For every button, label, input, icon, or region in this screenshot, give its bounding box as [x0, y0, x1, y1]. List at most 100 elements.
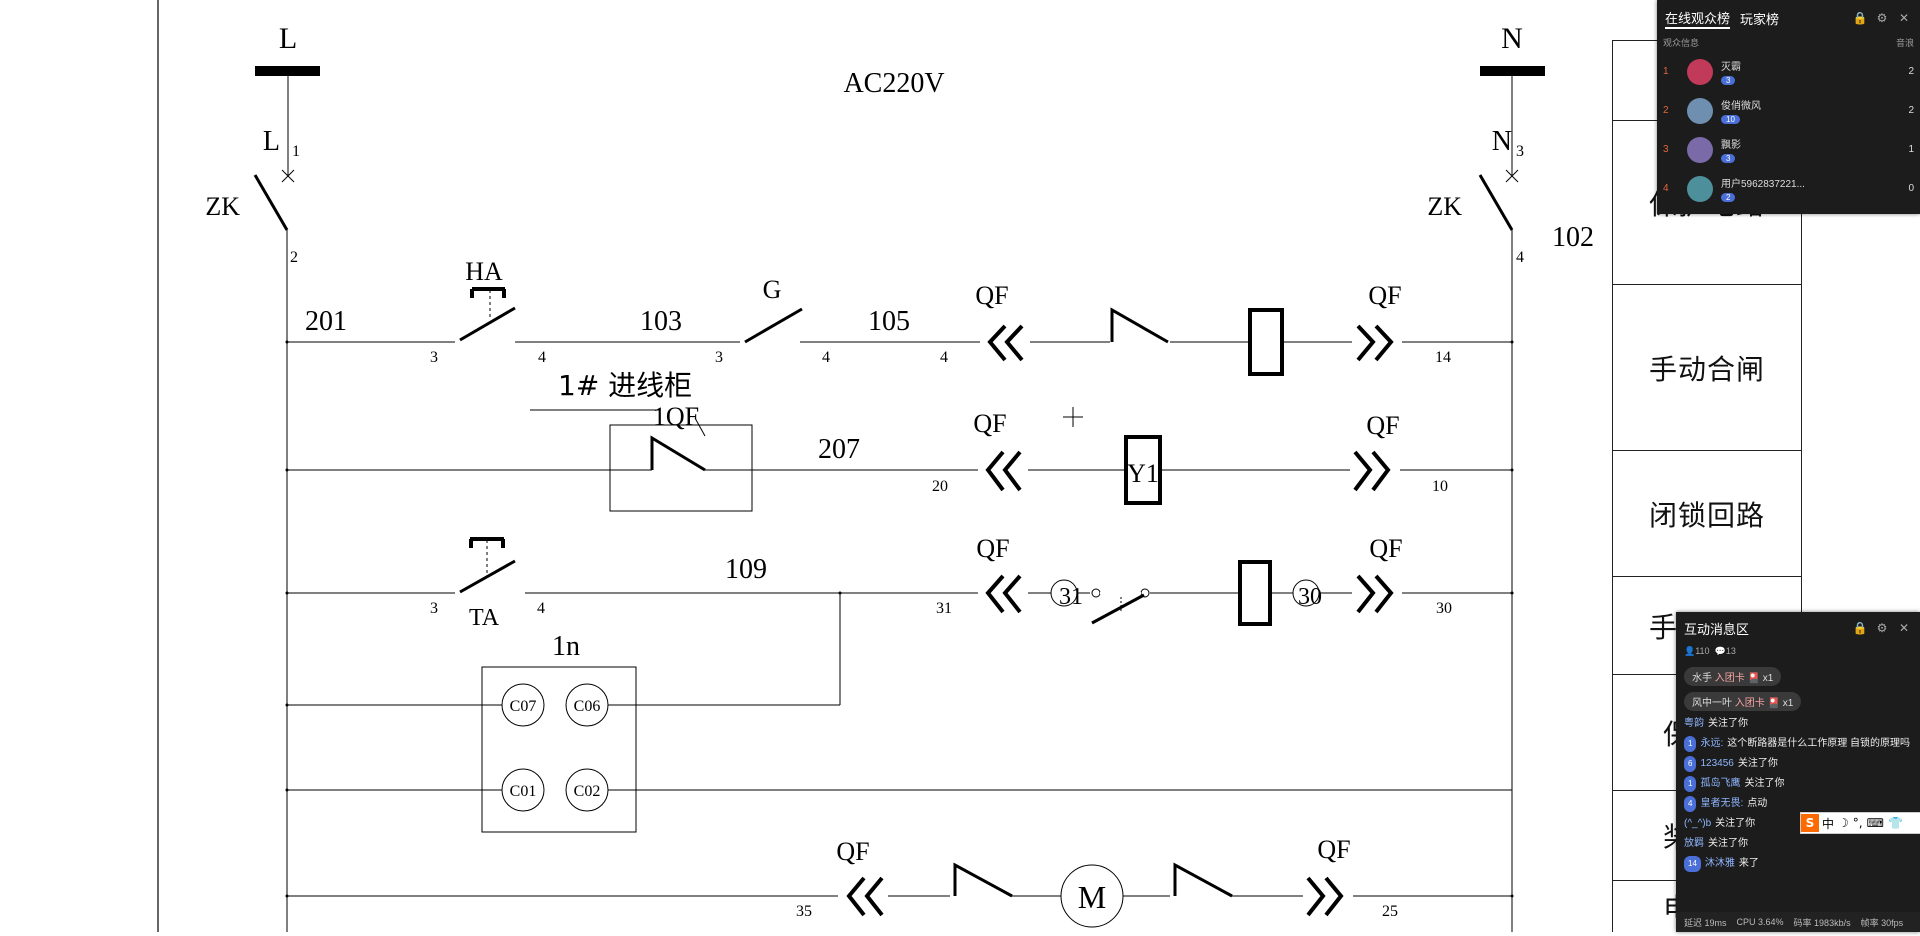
tab-online-viewers[interactable]: 在线观众榜	[1665, 8, 1731, 29]
svg-text:30: 30	[1298, 584, 1322, 610]
right-breaker-blade	[1478, 174, 1514, 231]
svg-text:201: 201	[305, 306, 347, 337]
motor-symbol	[1060, 864, 1124, 928]
svg-text:TA: TA	[469, 605, 500, 631]
bus-left-label: L	[279, 22, 297, 55]
svg-text:25: 25	[1382, 903, 1398, 920]
svg-text:QF: QF	[1368, 281, 1401, 310]
svg-text:M: M	[1078, 879, 1106, 915]
svg-text:10: 10	[1432, 478, 1448, 495]
cabinet-label: 1# 进线柜	[558, 369, 692, 402]
viewer-count-icon: 👤	[1684, 646, 1696, 656]
svg-text:14: 14	[1435, 349, 1451, 366]
shirt-icon[interactable]: 👕	[1887, 816, 1903, 830]
svg-text:4: 4	[538, 349, 546, 366]
avatar	[1687, 175, 1713, 202]
message-count-icon: 💬	[1714, 646, 1726, 656]
bus-bar-left	[255, 66, 320, 76]
ime-toolbar[interactable]: S 中 ☽ °, ⌨ 👕	[1800, 812, 1920, 834]
lock-icon[interactable]: 🔒	[1852, 621, 1868, 635]
circuit-row-2: 1QF 207 20 QF Y1 QF 10	[287, 402, 1512, 512]
viewer-row[interactable]: 4 用户5962837221...2 0	[1657, 169, 1920, 208]
gift-notice: 风中一叶 入团卡 🎴 x1	[1684, 692, 1802, 711]
chat-message: 放羁关注了你	[1684, 838, 1748, 849]
chat-panel[interactable]: 互动消息区 🔒 ⚙ ✕ 👤110 💬13 水手 入团卡 🎴 x1 风中一叶 入团…	[1676, 612, 1920, 932]
svg-text:L: L	[263, 126, 280, 157]
sogou-logo-icon[interactable]: S	[1801, 814, 1819, 832]
svg-text:QF: QF	[1366, 411, 1399, 440]
viewers-column-header: 观众信息 音浪	[1663, 38, 1914, 48]
svg-text:G: G	[763, 275, 782, 304]
svg-text:1QF: 1QF	[653, 402, 699, 431]
svg-text:4: 4	[1516, 249, 1524, 266]
ime-mode-toggle[interactable]: 中	[1822, 816, 1835, 831]
svg-text:QF: QF	[1317, 835, 1350, 864]
avatar	[1687, 58, 1713, 85]
chat-stats: 👤110 💬13	[1684, 646, 1736, 656]
svg-text:1n: 1n	[552, 631, 580, 662]
stream-status-bar: 延迟 19ms CPU 3.64% 码率 1983kb/s 帧率 30fps	[1676, 912, 1920, 932]
svg-text:Y1: Y1	[1127, 459, 1159, 488]
settings-icon[interactable]: ⚙	[1876, 11, 1888, 25]
svg-text:4: 4	[822, 349, 830, 366]
fan-badge: 3	[1721, 75, 1736, 85]
close-icon[interactable]: ✕	[1898, 11, 1910, 25]
svg-text:3: 3	[430, 349, 438, 366]
legend-cell-manual-close: 手动合闸	[1613, 284, 1802, 451]
1qf-box	[609, 424, 753, 512]
svg-text:207: 207	[818, 434, 860, 465]
svg-text:31: 31	[936, 600, 952, 617]
svg-text:3: 3	[715, 349, 723, 366]
bus-right-label: N	[1501, 22, 1523, 55]
left-switch-label: ZK	[205, 192, 240, 221]
svg-text:31: 31	[1059, 584, 1083, 610]
circuit-row-3: 3 TA 4 109 31 QF 31 30 QF 30	[287, 534, 1512, 705]
svg-text:109: 109	[725, 554, 767, 585]
chat-message: 粤韵关注了你	[1684, 718, 1748, 729]
right-switch-label: ZK	[1427, 192, 1462, 221]
circuit-row-5: 35 QF M QF 25	[287, 835, 1512, 928]
svg-text:QF: QF	[836, 837, 869, 866]
svg-text:N: N	[1492, 126, 1512, 157]
relay-1n: 1n C07 C06 C01 C02	[287, 631, 1512, 833]
svg-text:103: 103	[640, 306, 682, 337]
chat-panel-header: 互动消息区 🔒 ⚙ ✕	[1676, 612, 1920, 644]
moon-icon[interactable]: ☽	[1838, 816, 1849, 830]
svg-text:20: 20	[932, 478, 948, 495]
svg-text:C06: C06	[574, 698, 601, 715]
row1-coil	[1248, 308, 1284, 376]
svg-text:QF: QF	[973, 409, 1006, 438]
gift-card-icon: 🎴	[1767, 698, 1781, 709]
svg-text:C07: C07	[510, 698, 537, 715]
svg-text:4: 4	[537, 600, 545, 617]
avatar	[1687, 136, 1713, 163]
svg-text:102: 102	[1552, 222, 1594, 253]
circuit-row-1: 201 HA 3 4 103 G 3 4 105 4 QF QF	[287, 257, 1512, 376]
fan-badge: 10	[1721, 114, 1740, 124]
chat-panel-title: 互动消息区	[1684, 621, 1750, 637]
punctuation-icon[interactable]: °,	[1852, 816, 1863, 830]
fan-badge: 2	[1721, 192, 1736, 202]
viewers-panel-header: 在线观众榜 玩家榜 🔒 ⚙ ✕	[1657, 0, 1920, 36]
settings-icon[interactable]: ⚙	[1876, 621, 1888, 635]
tab-players[interactable]: 玩家榜	[1740, 11, 1780, 27]
close-icon[interactable]: ✕	[1898, 621, 1910, 635]
svg-text:QF: QF	[1369, 534, 1402, 563]
lock-icon[interactable]: 🔒	[1852, 11, 1868, 25]
keyboard-icon[interactable]: ⌨	[1866, 816, 1884, 830]
svg-text:4: 4	[940, 349, 948, 366]
svg-text:QF: QF	[975, 281, 1008, 310]
svg-text:105: 105	[868, 306, 910, 337]
